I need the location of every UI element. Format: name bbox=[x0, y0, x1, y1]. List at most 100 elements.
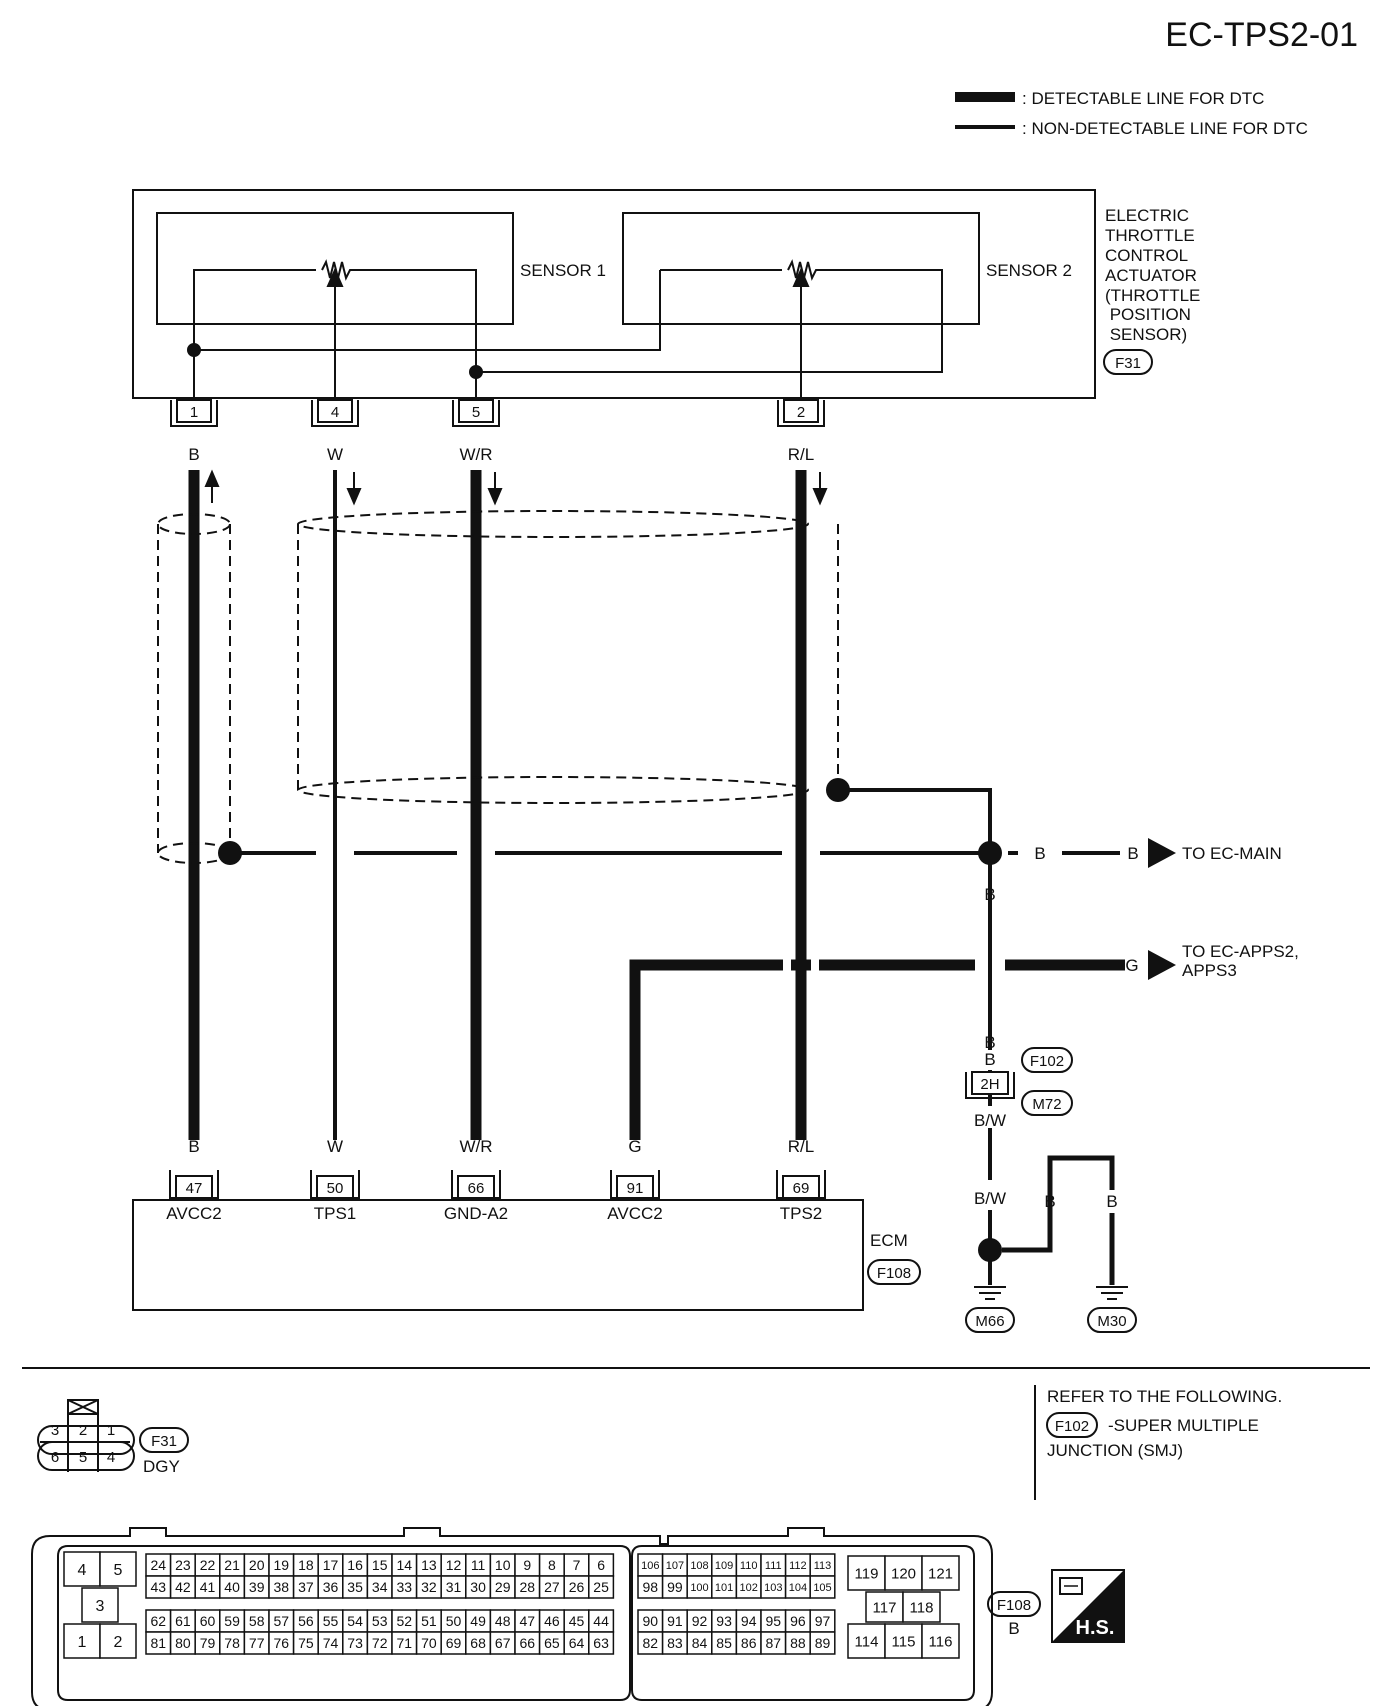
svg-text:2: 2 bbox=[797, 404, 805, 421]
ecm-pin-cell bbox=[809, 1575, 836, 1599]
throttle-actuator bbox=[132, 189, 1096, 399]
f108-conn-tag: F108 bbox=[987, 1591, 1041, 1617]
actuator-name-line: ELECTRIC bbox=[1105, 206, 1189, 225]
shield-right bbox=[297, 510, 839, 804]
ecm-pin: 8 bbox=[548, 1557, 556, 1573]
ecm-pin: 95 bbox=[766, 1613, 782, 1629]
ecm-pin: 57 bbox=[274, 1613, 290, 1629]
ecm-pin-cell bbox=[921, 1623, 960, 1659]
ecm-pin: 45 bbox=[569, 1613, 585, 1629]
svg-text:91: 91 bbox=[627, 1180, 644, 1197]
ecm-pin: 74 bbox=[323, 1635, 339, 1651]
arrow-down-icon bbox=[812, 488, 828, 506]
ecm-pin: 67 bbox=[495, 1635, 511, 1651]
legend-thin-line bbox=[955, 125, 1015, 129]
ecm-pin: 121 bbox=[928, 1565, 953, 1582]
actuator-terminal: 1 bbox=[170, 399, 218, 427]
ecm-pin: 106 bbox=[641, 1560, 659, 1572]
ecm-pin: 52 bbox=[397, 1613, 413, 1629]
ecm-pin-cell bbox=[921, 1555, 960, 1591]
ecm-pin: 94 bbox=[741, 1613, 757, 1629]
svg-text:F102: F102 bbox=[1030, 1053, 1064, 1070]
ecm-pin: 115 bbox=[892, 1633, 916, 1650]
f108-color-label: B bbox=[1008, 1619, 1019, 1638]
ecm-pin: 29 bbox=[495, 1579, 511, 1595]
ecm-pin: 27 bbox=[544, 1579, 560, 1595]
ecm-pin: 103 bbox=[764, 1582, 782, 1594]
ecm-pin: 36 bbox=[323, 1579, 339, 1595]
sensor1-wire-left bbox=[193, 269, 316, 398]
f31-pin: 3 bbox=[51, 1422, 59, 1439]
actuator-name-line: CONTROL bbox=[1105, 246, 1188, 265]
harness-wires bbox=[188, 470, 1125, 1140]
ecm-pin: 109 bbox=[715, 1560, 733, 1572]
ecm-pin: 99 bbox=[667, 1579, 683, 1595]
ecm-pin: 51 bbox=[421, 1613, 437, 1629]
ecm-pin: 53 bbox=[372, 1613, 388, 1629]
f31-pin: 4 bbox=[107, 1449, 115, 1466]
label-gap bbox=[970, 1184, 1010, 1206]
f31-color-label: DGY bbox=[143, 1457, 180, 1476]
wire-color-label: B bbox=[1034, 844, 1045, 863]
actuator-terminal: 5 bbox=[452, 399, 500, 427]
wire-color-label: W bbox=[327, 1137, 343, 1156]
wire-color-label: B bbox=[1127, 844, 1138, 863]
ecm-pin: 116 bbox=[929, 1633, 953, 1650]
ecm-pin-cell bbox=[809, 1631, 836, 1655]
actuator-connector-id: F31 bbox=[1115, 355, 1141, 372]
actuator-name-line: THROTTLE bbox=[1105, 226, 1195, 245]
ecm-pin: 65 bbox=[544, 1635, 560, 1651]
hs-label: H.S. bbox=[1076, 1617, 1115, 1639]
ecm-pin-cell bbox=[63, 1623, 101, 1659]
ecm-pin: 86 bbox=[741, 1635, 757, 1651]
actuator-name-line: POSITION bbox=[1105, 305, 1191, 324]
f31-pin: 2 bbox=[79, 1422, 87, 1439]
ecm-box bbox=[132, 1199, 864, 1311]
splice-dot bbox=[978, 841, 1002, 865]
f31-connector-face bbox=[37, 1399, 135, 1472]
splice-dot bbox=[187, 343, 201, 357]
junction-connector: 2H bbox=[965, 1071, 1015, 1099]
ecm-pin-cell bbox=[63, 1551, 101, 1587]
svg-text:F102: F102 bbox=[1055, 1418, 1089, 1435]
ecm-pin: 97 bbox=[815, 1613, 831, 1629]
svg-text:AVCC2: AVCC2 bbox=[607, 1204, 662, 1223]
arrow-right-icon bbox=[1148, 838, 1176, 868]
ecm-pin: 73 bbox=[347, 1635, 363, 1651]
ecm-pin: 88 bbox=[790, 1635, 806, 1651]
wire-color-label: B bbox=[984, 885, 995, 904]
arrow-right-icon bbox=[1148, 950, 1176, 980]
ecm-pin: 30 bbox=[470, 1579, 486, 1595]
ecm-pin: 39 bbox=[249, 1579, 265, 1595]
shield-ground-dot bbox=[218, 841, 242, 865]
ecm-pin: 6 bbox=[597, 1557, 605, 1573]
ecm-pin: 63 bbox=[593, 1635, 609, 1651]
ecm-pin: 19 bbox=[274, 1557, 290, 1573]
ecm-face-outline bbox=[31, 1527, 993, 1706]
ecm-pin: 54 bbox=[347, 1613, 363, 1629]
page-title: EC-TPS2-01 bbox=[1165, 16, 1358, 54]
ecm-pin: 31 bbox=[446, 1579, 462, 1595]
ecm-pin: 12 bbox=[446, 1557, 462, 1573]
ecm-pin: 64 bbox=[569, 1635, 585, 1651]
ecm-pin: 38 bbox=[274, 1579, 290, 1595]
svg-text:M30: M30 bbox=[1097, 1313, 1126, 1330]
svg-text:4: 4 bbox=[331, 404, 339, 421]
ecm-pin: 120 bbox=[891, 1565, 916, 1582]
ecm-pin: 82 bbox=[643, 1635, 659, 1651]
wire-crossing-gap bbox=[811, 955, 819, 975]
ecm-pin: 17 bbox=[323, 1557, 339, 1573]
ecm-pin: 96 bbox=[790, 1613, 806, 1629]
drain-wires bbox=[230, 788, 1120, 1140]
splice-dot bbox=[978, 1238, 1002, 1262]
label-gap bbox=[970, 1106, 1010, 1128]
ecm-pin: 71 bbox=[397, 1635, 413, 1651]
ecm-pin: 114 bbox=[855, 1633, 879, 1650]
ecm-pin: 87 bbox=[766, 1635, 782, 1651]
ecm-pin: 11 bbox=[471, 1557, 486, 1573]
ecm-pin: 76 bbox=[274, 1635, 290, 1651]
actuator-name-line: (THROTTLE bbox=[1105, 286, 1200, 305]
svg-text:AVCC2: AVCC2 bbox=[166, 1204, 221, 1223]
arrow-down-icon bbox=[487, 488, 503, 506]
